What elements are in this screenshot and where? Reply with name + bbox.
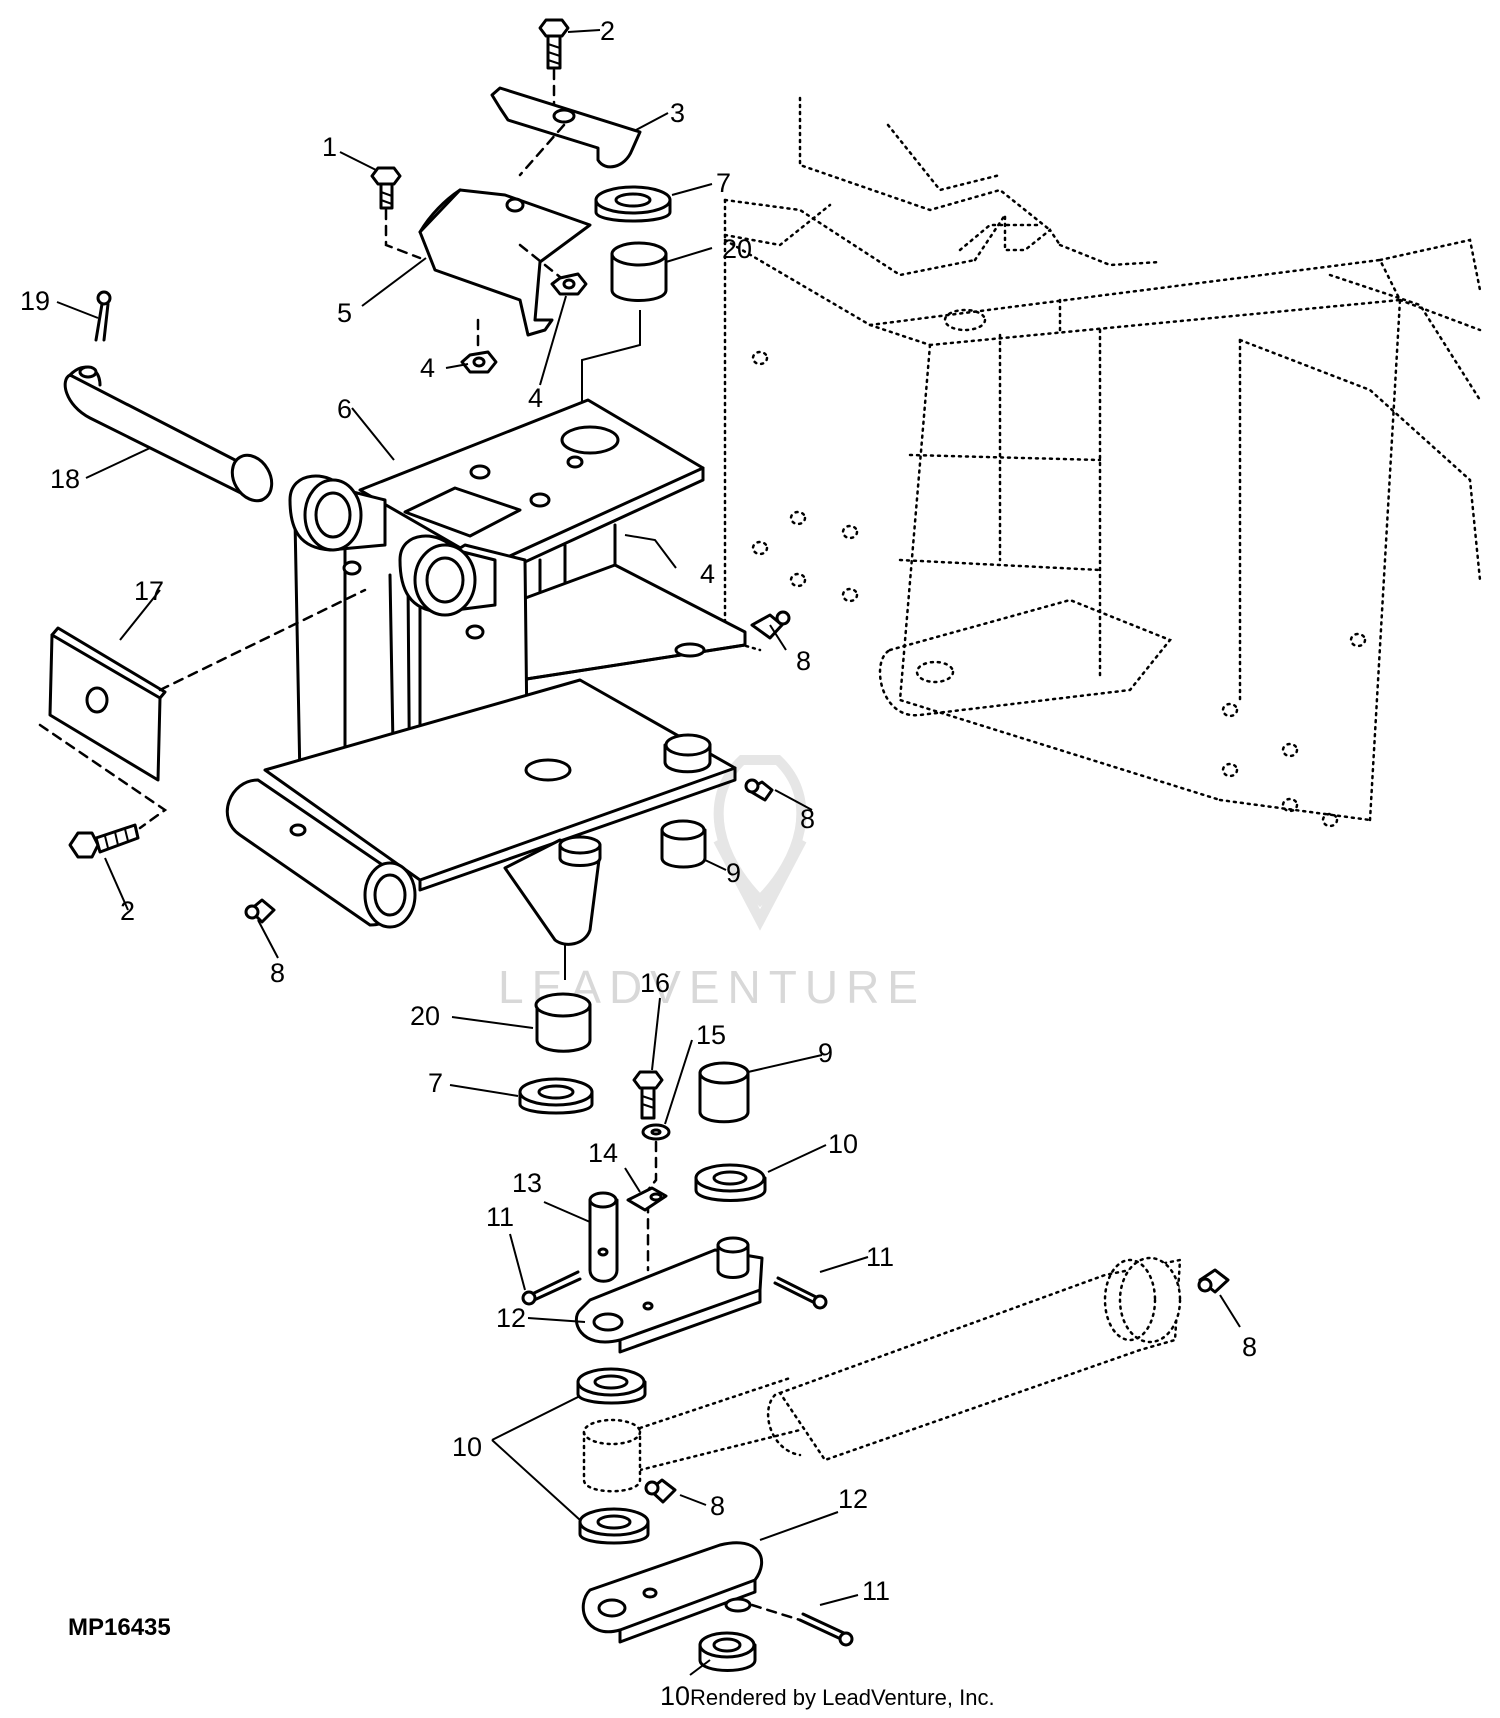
pin-18 [63, 365, 274, 503]
callout-10: 10 [660, 1681, 690, 1711]
callout-14: 14 [588, 1138, 618, 1168]
grease-fitting-8c [244, 898, 276, 924]
grease-fitting-8d [1197, 1268, 1230, 1294]
callout-7: 7 [716, 168, 731, 198]
washer-15 [641, 1123, 671, 1141]
nut-4a [460, 350, 498, 374]
clamp-bracket-3 [490, 86, 642, 169]
cotter-19 [94, 290, 112, 342]
plate-17 [48, 626, 167, 782]
callout-4: 4 [420, 353, 435, 383]
callout-8: 8 [796, 646, 811, 676]
callout-16: 16 [640, 968, 670, 998]
callout-20: 20 [410, 1001, 440, 1031]
bushing-9-lower [698, 1061, 750, 1124]
leader-lines [56, 29, 1241, 1676]
callout-4: 4 [700, 559, 715, 589]
callout-12: 12 [496, 1303, 526, 1333]
callout-11: 11 [866, 1242, 894, 1272]
cotter-11b [773, 1276, 828, 1310]
callout-18: 18 [50, 464, 80, 494]
bushing-20-top [610, 241, 668, 302]
callout-1: 1 [322, 132, 337, 162]
cotter-11a [521, 1270, 582, 1306]
callout-9: 9 [726, 858, 741, 888]
dash-17-bolt [38, 723, 168, 830]
washer-7-lower [518, 1077, 594, 1115]
callout-4: 4 [528, 383, 543, 413]
callout-8: 8 [710, 1491, 725, 1521]
credit-text: Rendered by LeadVenture, Inc. [690, 1685, 995, 1710]
watermark: LEADVENTURE [498, 755, 918, 1013]
callout-20: 20 [722, 234, 752, 264]
dash-16-12 [646, 1140, 658, 1272]
callout-3: 3 [670, 98, 685, 128]
hydraulic-cylinder [582, 1256, 1182, 1493]
figure-id: MP16435 [68, 1614, 171, 1641]
callout-5: 5 [337, 298, 352, 328]
callout-11: 11 [486, 1202, 514, 1232]
washer-7-top [594, 185, 672, 223]
cotter-11c [798, 1612, 854, 1647]
pin-13 [588, 1191, 619, 1283]
callout-19: 19 [20, 286, 50, 316]
callout-17: 17 [134, 576, 164, 606]
dash-3-5 [518, 123, 566, 177]
lock-plate-14 [626, 1186, 668, 1212]
tractor-frame-outline [723, 96, 1482, 828]
callout-2: 2 [600, 16, 615, 46]
washer-10-mid [576, 1367, 647, 1405]
callout-8: 8 [800, 804, 815, 834]
steering-arm-12-upper [574, 1236, 764, 1354]
callout-13: 13 [512, 1168, 542, 1198]
pivot-frame-6 [225, 398, 747, 946]
bolt-2-lower [68, 823, 140, 859]
callout-6: 6 [337, 394, 352, 424]
callout-12: 12 [838, 1484, 868, 1514]
callout-2: 2 [120, 896, 135, 926]
callout-11: 11 [862, 1576, 890, 1606]
grease-fitting-8e [644, 1478, 677, 1504]
grease-fitting-8b [744, 778, 774, 802]
nut-4b [550, 272, 588, 296]
callout-8: 8 [270, 958, 285, 988]
bushing-9-mid [660, 819, 707, 869]
bushing-20-lower [534, 992, 592, 1053]
callout-10: 10 [828, 1129, 858, 1159]
line-20-plate [581, 310, 641, 420]
washer-10-upper [694, 1163, 767, 1202]
callout-8: 8 [1242, 1332, 1257, 1362]
callout-10: 10 [452, 1432, 482, 1462]
washer-10-bottom [698, 1631, 757, 1672]
callout-7: 7 [428, 1068, 443, 1098]
washer-10-low [578, 1507, 650, 1545]
dash-1 [384, 208, 422, 260]
dash-11c [750, 1603, 802, 1622]
steering-arm-12-lower [581, 1541, 764, 1644]
callout-labels: 2 3 1 7 20 19 5 4 4 6 18 4 17 8 8 2 9 8 … [20, 16, 1257, 1711]
bolt-1 [370, 166, 402, 210]
dash-17 [158, 588, 367, 692]
bolt-2-top [538, 18, 570, 70]
callout-15: 15 [696, 1020, 726, 1050]
callout-9: 9 [818, 1038, 833, 1068]
bolt-16 [632, 1070, 664, 1120]
bracket-5 [418, 188, 592, 337]
